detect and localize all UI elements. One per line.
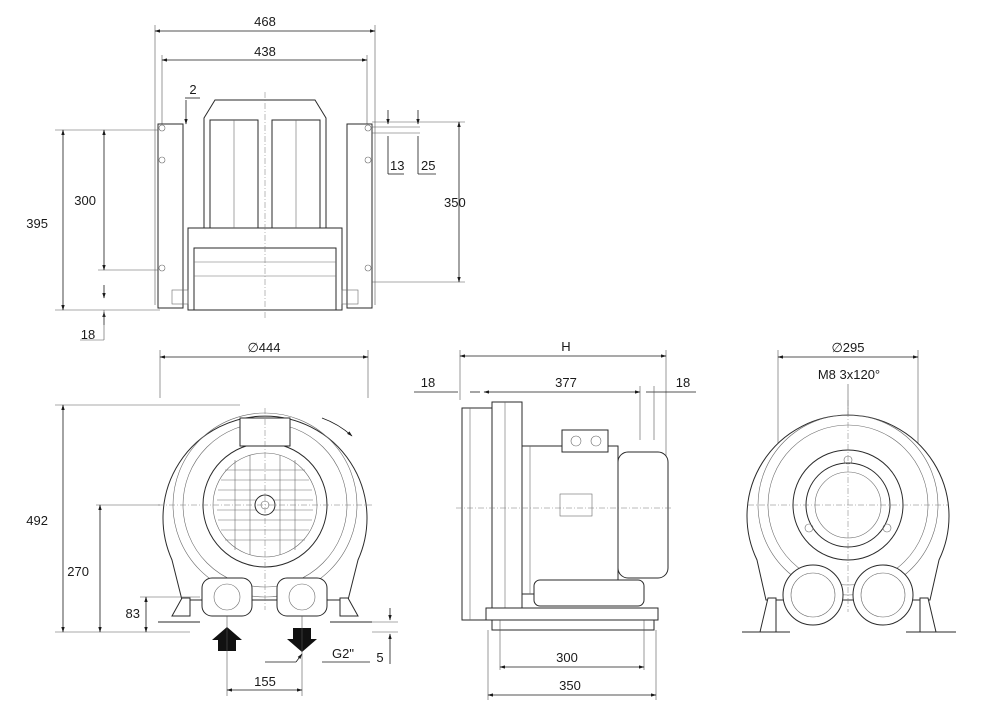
dim-label-13: 13 xyxy=(390,158,404,173)
dim-label-350-side: 350 xyxy=(559,678,581,693)
dim-label-395: 395 xyxy=(26,216,48,231)
dim-label-350-right: 350 xyxy=(444,195,466,210)
dim-label-18-left: 18 xyxy=(421,375,435,390)
dim-label-5: 5 xyxy=(376,650,383,665)
dim-label-h: H xyxy=(561,339,570,354)
dim-label-492: 492 xyxy=(26,513,48,528)
dim-label-377: 377 xyxy=(555,375,577,390)
back-view: ∅295 M8 3x120° xyxy=(742,340,956,633)
dim-label-18-right: 18 xyxy=(676,375,690,390)
dim-label-2: 2 xyxy=(189,82,196,97)
dim-label-468: 468 xyxy=(254,14,276,29)
dim-label-18-foot: 18 xyxy=(81,327,95,342)
dim-label-295: ∅295 xyxy=(831,340,864,355)
top-view: 468 438 2 395 300 xyxy=(26,14,465,342)
dim-label-300-side: 300 xyxy=(556,650,578,665)
dim-label-444: ∅444 xyxy=(247,340,280,355)
thread-label: G2" xyxy=(332,646,354,661)
side-view: H 18 377 18 300 350 xyxy=(414,339,696,700)
dim-label-25: 25 xyxy=(421,158,435,173)
dim-label-83: 83 xyxy=(126,606,140,621)
dim-label-155: 155 xyxy=(254,674,276,689)
front-view: ∅444 xyxy=(26,340,398,696)
dim-label-270: 270 xyxy=(67,564,89,579)
bolt-pattern-label: M8 3x120° xyxy=(818,367,880,382)
dim-label-438: 438 xyxy=(254,44,276,59)
dim-label-300-top: 300 xyxy=(74,193,96,208)
